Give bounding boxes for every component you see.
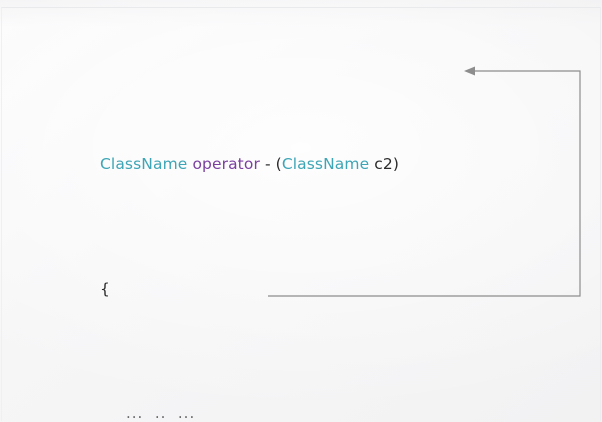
token-open-brace: {: [100, 280, 110, 298]
code-line-operator-open-brace: {: [100, 277, 570, 302]
token-param-name: c2: [369, 155, 393, 173]
code-line-operator-body-dots: ... .. ...: [100, 402, 570, 422]
token-return-type: ClassName: [100, 155, 188, 173]
token-operator-keyword: operator: [192, 155, 260, 173]
token-body-dots: ... .. ...: [126, 404, 196, 422]
token-operator-symbol: - (: [259, 155, 282, 173]
code-line-operator-signature: ClassName operator - (ClassName c2): [100, 152, 570, 177]
code-block: ClassName operator - (ClassName c2) { ..…: [100, 52, 570, 422]
token-paren-close: ): [392, 155, 400, 173]
token-param-type: ClassName: [281, 155, 370, 173]
